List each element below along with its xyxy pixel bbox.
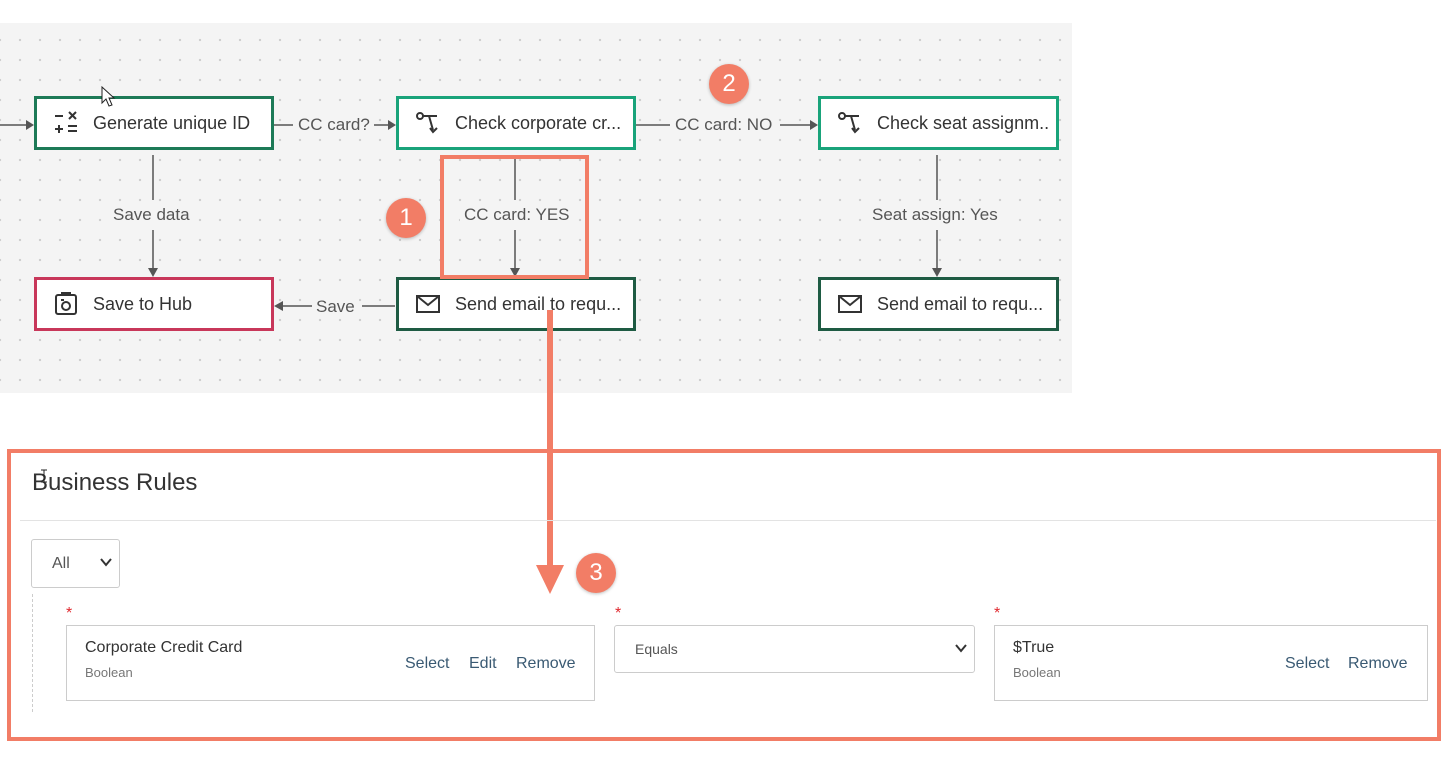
save-hub-icon bbox=[51, 289, 81, 319]
chevron-down-icon bbox=[955, 644, 967, 653]
node-check-seat-assignment[interactable]: Check seat assignm.. bbox=[818, 96, 1059, 150]
rule-group-filter-select[interactable]: All bbox=[31, 539, 120, 588]
panel-divider bbox=[20, 520, 1436, 521]
edge-label-seat-assign-yes[interactable]: Seat assign: Yes bbox=[868, 205, 1002, 225]
left-operand-edit-link[interactable]: Edit bbox=[469, 655, 497, 672]
node-check-corporate-credit[interactable]: Check corporate cr... bbox=[396, 96, 636, 150]
envelope-icon bbox=[835, 289, 865, 319]
callout-badge-2: 2 bbox=[709, 64, 749, 104]
required-marker: * bbox=[66, 605, 73, 622]
filter-value: All bbox=[52, 554, 70, 572]
right-operand-select-link[interactable]: Select bbox=[1285, 655, 1330, 672]
node-send-email-seat-yes[interactable]: Send email to requ... bbox=[818, 277, 1059, 331]
required-marker: * bbox=[615, 605, 622, 622]
node-label: Generate unique ID bbox=[93, 112, 251, 133]
operator-value: Equals bbox=[635, 641, 678, 657]
right-operand-title: $True bbox=[1013, 639, 1055, 656]
callout-badge-3: 3 bbox=[576, 553, 616, 593]
node-label: Send email to requ... bbox=[877, 293, 1044, 314]
edge-label-save-data[interactable]: Save data bbox=[109, 205, 194, 225]
edge-label-cc-card-yes[interactable]: CC card: YES bbox=[460, 205, 574, 225]
business-rules-panel bbox=[7, 449, 1441, 741]
mouse-pointer-icon bbox=[101, 86, 116, 107]
edge-label-cc-card-question[interactable]: CC card? bbox=[294, 115, 374, 135]
right-operand-type: Boolean bbox=[1013, 665, 1061, 680]
node-send-email-cc-yes[interactable]: Send email to requ... bbox=[396, 277, 636, 331]
node-label: Check corporate cr... bbox=[455, 112, 622, 133]
rule-tree-guide bbox=[32, 594, 33, 712]
node-label: Send email to requ... bbox=[455, 293, 622, 314]
branch-icon bbox=[835, 108, 865, 138]
business-rules-title: Business Rules bbox=[32, 469, 198, 496]
right-operand-remove-link[interactable]: Remove bbox=[1348, 655, 1408, 672]
calculator-icon bbox=[51, 108, 81, 138]
node-generate-unique-id[interactable]: Generate unique ID bbox=[34, 96, 274, 150]
operator-select[interactable]: Equals bbox=[614, 625, 975, 673]
required-marker: * bbox=[994, 605, 1001, 622]
left-operand-title: Corporate Credit Card bbox=[85, 639, 243, 656]
chevron-down-icon bbox=[100, 558, 112, 567]
edge-label-cc-card-no[interactable]: CC card: NO bbox=[671, 115, 777, 135]
right-operand-card: $True Boolean Select Remove bbox=[994, 625, 1428, 701]
edge-label-save[interactable]: Save bbox=[312, 297, 359, 317]
left-operand-card: Corporate Credit Card Boolean Select Edi… bbox=[66, 625, 595, 701]
left-operand-select-link[interactable]: Select bbox=[405, 655, 450, 672]
left-operand-remove-link[interactable]: Remove bbox=[516, 655, 576, 672]
node-label: Save to Hub bbox=[93, 293, 193, 314]
node-label: Check seat assignm.. bbox=[877, 112, 1050, 133]
left-operand-type: Boolean bbox=[85, 665, 133, 680]
highlight-cc-card-yes bbox=[440, 155, 589, 279]
text-cursor-icon bbox=[41, 469, 47, 483]
branch-icon bbox=[413, 108, 443, 138]
callout-badge-1: 1 bbox=[386, 198, 426, 238]
node-save-to-hub[interactable]: Save to Hub bbox=[34, 277, 274, 331]
envelope-icon bbox=[413, 289, 443, 319]
